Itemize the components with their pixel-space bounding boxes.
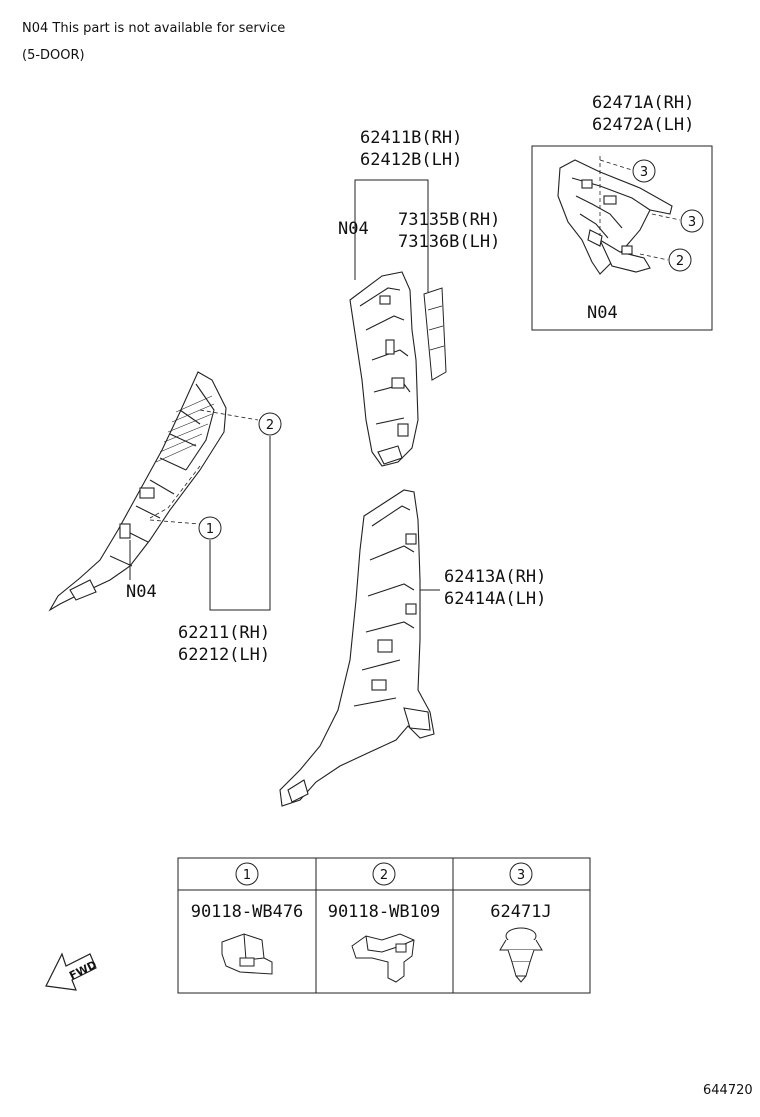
svg-text:2: 2 (266, 418, 274, 433)
svg-text:2: 2 (676, 254, 684, 269)
part-62411b-group[interactable]: 62411B(RH) 62412B(LH) N04 73135B(RH) 731… (338, 128, 500, 467)
callout-3-right[interactable]: 3 (680, 209, 704, 233)
upper-pillar-drawing (349, 271, 419, 467)
callout-1-left[interactable]: 1 (198, 516, 222, 540)
label-n04-quarter: N04 (587, 303, 618, 323)
clip-3-drawing (499, 927, 543, 983)
door-note: (5-DOOR) (22, 48, 85, 63)
fwd-arrow: FWD (45, 952, 99, 991)
label-62411b-rh: 62411B(RH) (360, 128, 462, 148)
legend-part-90118-wb476: 90118-WB476 (191, 902, 304, 922)
label-n04-upper-pillar: N04 (338, 219, 369, 239)
legend-part-90118-wb109: 90118-WB109 (328, 902, 441, 922)
label-73136b-lh: 73136B(LH) (398, 232, 500, 252)
clip-1-drawing (221, 933, 273, 975)
fastener-legend-table: 1 90118-WB476 2 90118-WB109 (177, 857, 591, 994)
legend-header-3: 3 (517, 868, 525, 883)
label-62212-lh: 62212(LH) (178, 645, 270, 665)
label-62412b-lh: 62412B(LH) (360, 150, 462, 170)
legend-header-2: 2 (380, 868, 388, 883)
label-62413a-rh: 62413A(RH) (444, 567, 546, 587)
callout-3-top[interactable]: 3 (632, 159, 656, 183)
svg-text:1: 1 (206, 522, 214, 537)
legend-header-1: 1 (243, 868, 251, 883)
quarter-trim-drawing (557, 159, 673, 275)
part-62471a-box (531, 145, 713, 331)
legend-col-1[interactable]: 1 90118-WB476 (191, 862, 304, 975)
label-62211-rh: 62211(RH) (178, 623, 270, 643)
label-62471a-rh: 62471A(RH) (592, 93, 694, 113)
callout-2-right[interactable]: 2 (668, 248, 692, 272)
label-62472a-lh: 62472A(LH) (592, 115, 694, 135)
part-62211-group[interactable]: 2 1 N04 62211(RH) 62212(LH) (48, 371, 282, 665)
n04-note: N04 This part is not available for servi… (22, 21, 286, 36)
callout-2-left[interactable]: 2 (258, 412, 282, 436)
label-73135b-rh: 73135B(RH) (398, 210, 500, 230)
legend-part-62471j: 62471J (490, 902, 551, 922)
svg-text:3: 3 (688, 215, 696, 230)
label-62414a-lh: 62414A(LH) (444, 589, 546, 609)
svg-text:3: 3 (640, 165, 648, 180)
legend-col-3[interactable]: 3 62471J (490, 862, 552, 983)
diagram-id: 644720 (703, 1083, 753, 1098)
part-62413a-group[interactable]: 62413A(RH) 62414A(LH) (279, 489, 546, 807)
lower-pillar-drawing (279, 489, 435, 807)
label-n04-a-pillar: N04 (126, 582, 157, 602)
clip-2-drawing (351, 933, 415, 983)
part-62471a-group[interactable]: 62471A(RH) 62472A(LH) 3 (531, 93, 713, 331)
legend-col-2[interactable]: 2 90118-WB109 (328, 862, 441, 983)
a-pillar-drawing (48, 371, 227, 612)
seal-73135b-drawing (423, 287, 447, 381)
